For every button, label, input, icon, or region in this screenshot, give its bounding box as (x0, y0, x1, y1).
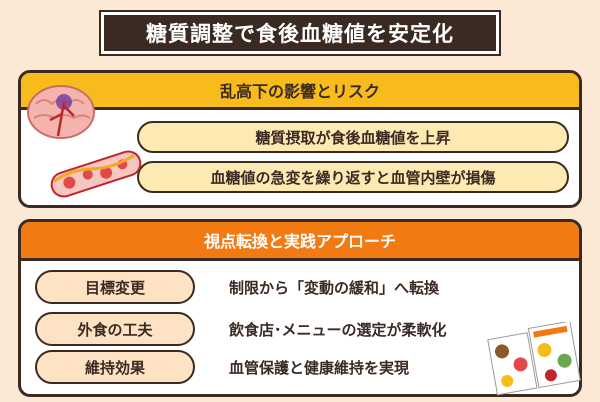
risk-item-1: 糖質摂取が食後血糖値を上昇 (137, 121, 569, 153)
risk-item-2: 血糖値の急変を繰り返すと血管内壁が損傷 (137, 161, 569, 193)
risk-header: 乱高下の影響とリスク (21, 73, 579, 110)
blood-vessel-icon (50, 150, 142, 198)
menu-brochure-icon (487, 322, 581, 396)
approach-row: 目標変更 制限から「変動の緩和」へ転換 (21, 270, 579, 304)
approach-text: 血管保護と健康維持を実現 (229, 358, 410, 377)
approach-panel: 視点転換と実践アプローチ 目標変更 制限から「変動の緩和」へ転換 外食の工夫 飲… (18, 219, 582, 397)
approach-label: 目標変更 (35, 270, 195, 304)
risk-panel: 乱高下の影響とリスク 糖質摂取が食後血糖値を上昇 血糖値の急変を繰り返すと血管内… (18, 70, 582, 208)
brain-icon (27, 85, 95, 139)
approach-text: 飲食店･メニューの選定が柔軟化 (229, 320, 447, 339)
approach-label: 外食の工夫 (35, 312, 195, 346)
approach-header: 視点転換と実践アプローチ (21, 222, 579, 261)
approach-label: 維持効果 (35, 350, 195, 384)
page-title: 糖質調整で食後血糖値を安定化 (101, 12, 499, 54)
approach-row: 外食の工夫 飲食店･メニューの選定が柔軟化 (21, 312, 579, 346)
approach-text: 制限から「変動の緩和」へ転換 (229, 278, 440, 297)
approach-row: 維持効果 血管保護と健康維持を実現 (21, 350, 579, 384)
